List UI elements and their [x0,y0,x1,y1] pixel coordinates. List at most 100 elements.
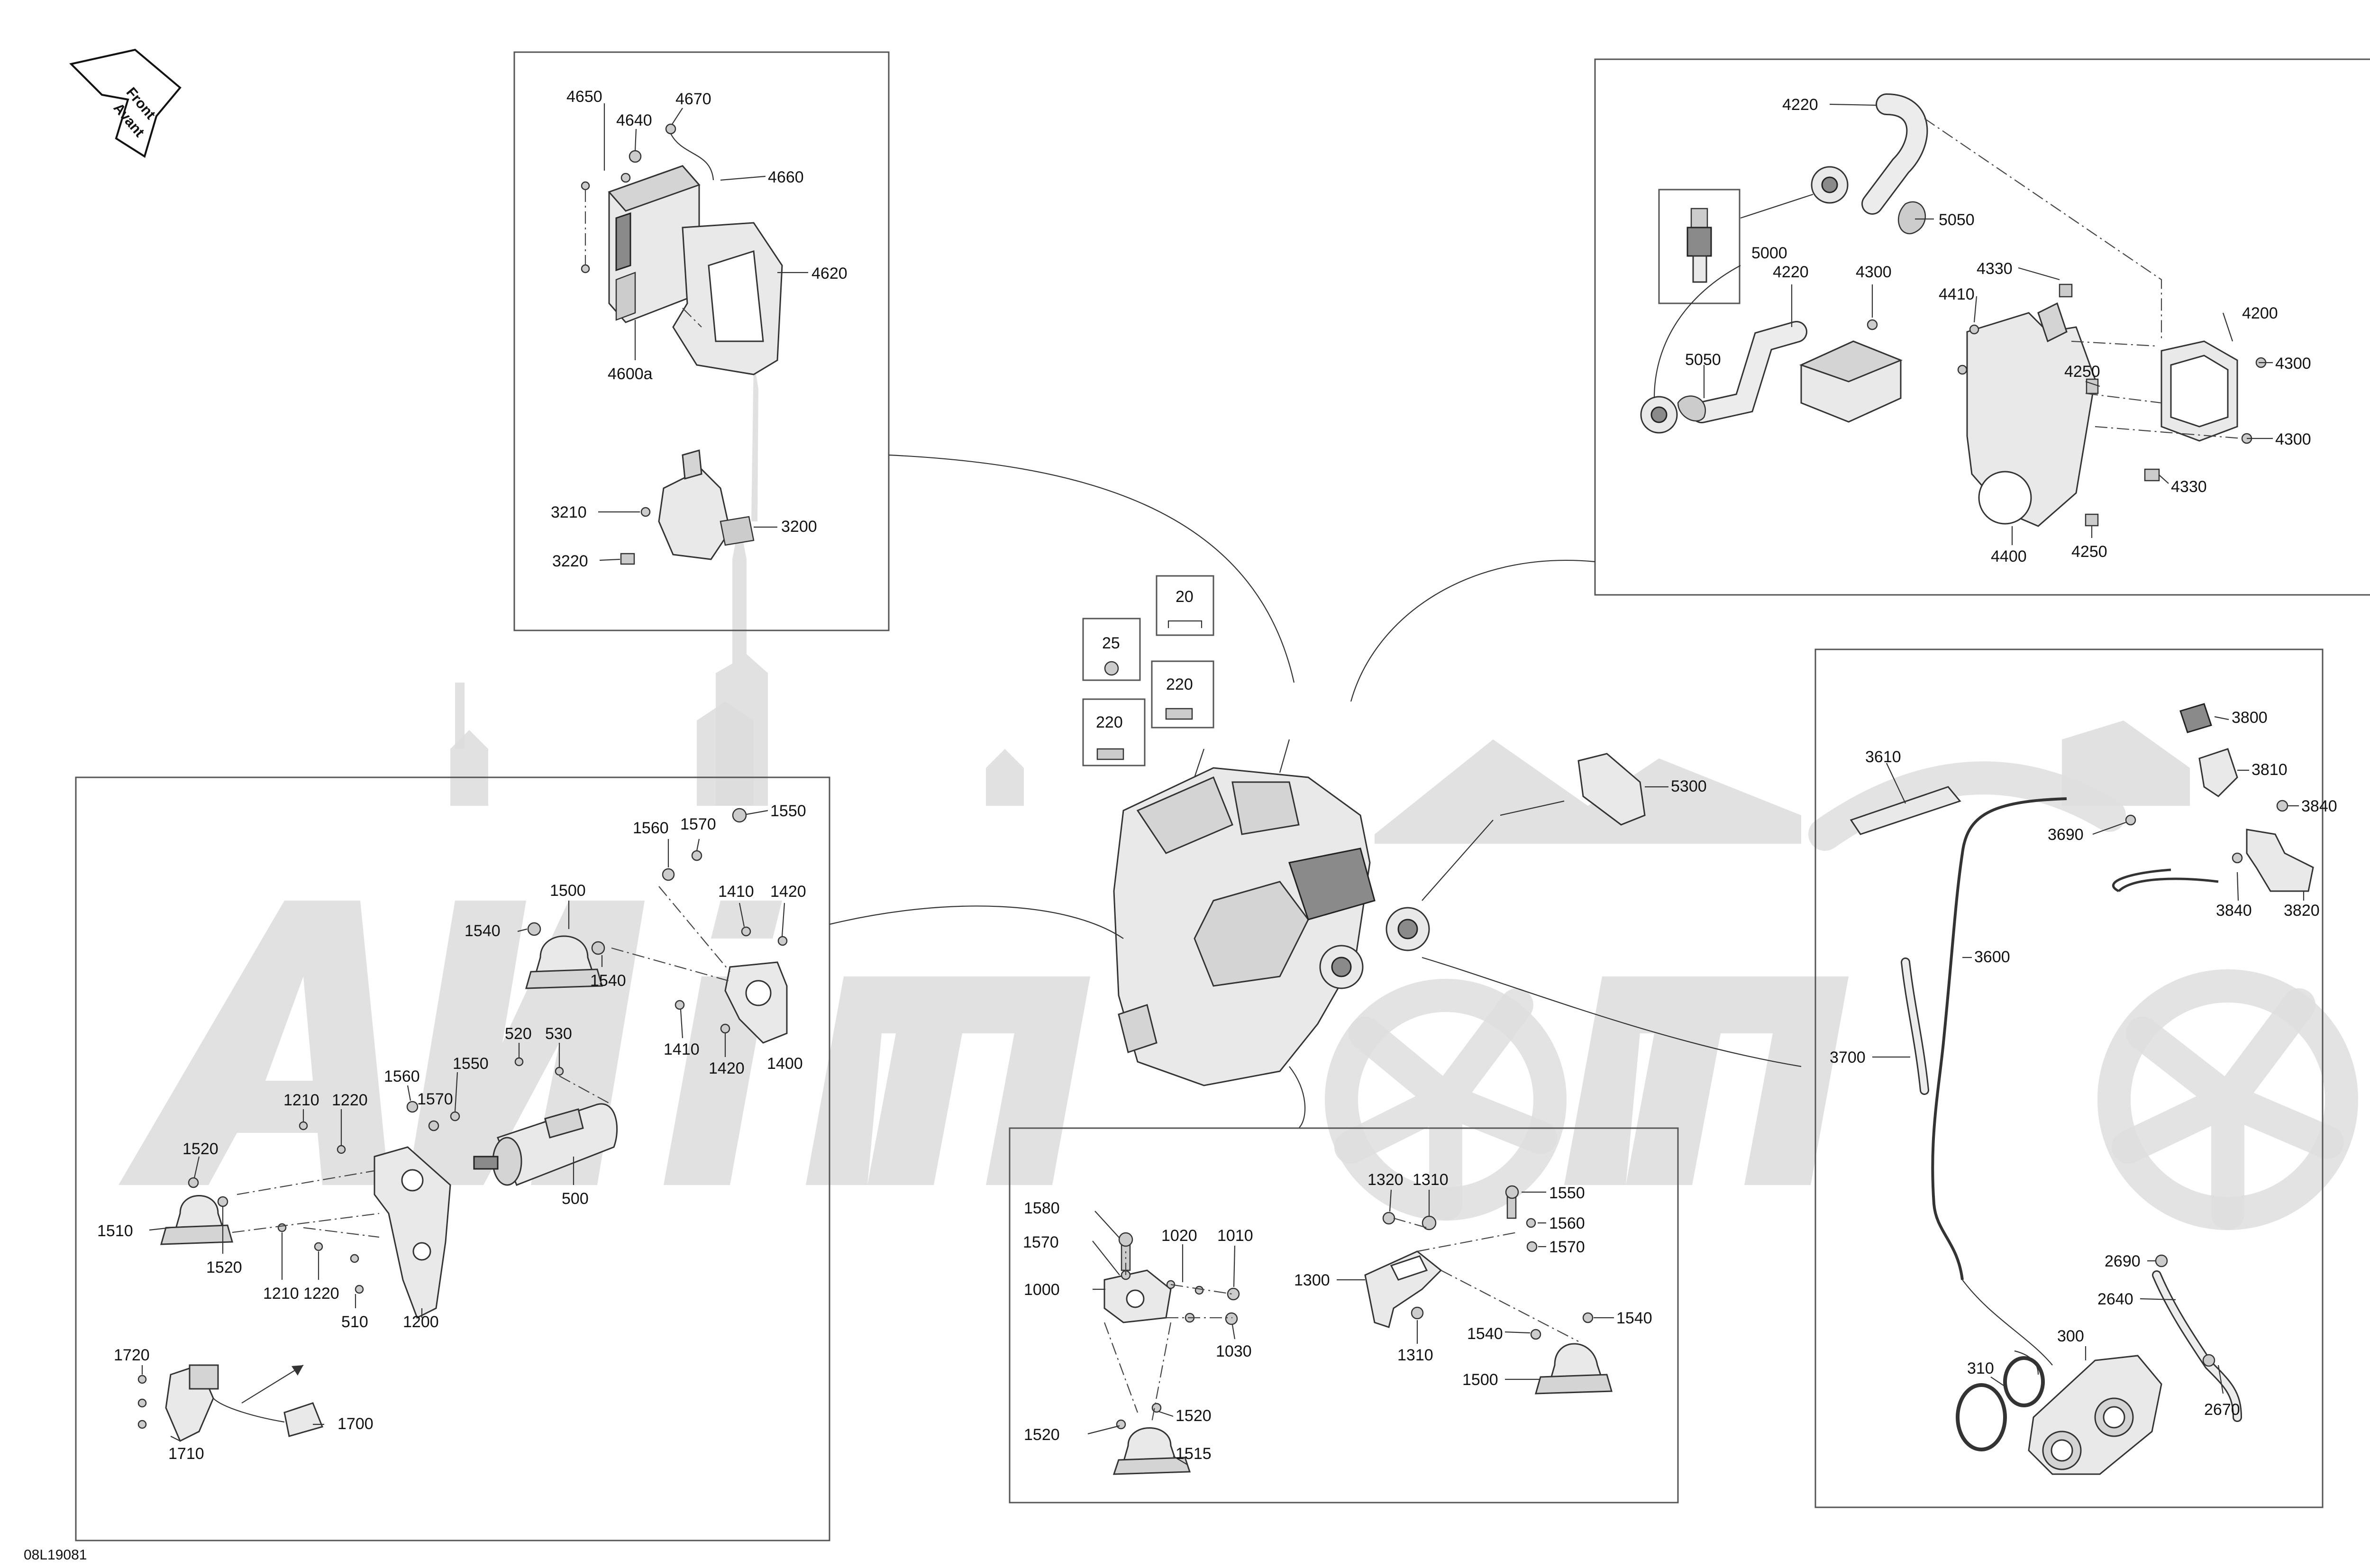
label-4200: 4200 [2242,304,2278,322]
label-5050-top: 5050 [1939,211,1975,229]
label-530: 530 [545,1025,572,1043]
label-1540-right: 1540 [1616,1309,1652,1327]
label-1570-mid: 1570 [417,1090,453,1108]
label-1710: 1710 [168,1445,204,1463]
label-4250-bottom: 4250 [2071,543,2107,561]
engine-assembly: 20 25 220 220 5300 [829,454,1802,1129]
label-1420-bottom: 1420 [709,1059,745,1077]
label-4220-mid: 4220 [1773,263,1809,281]
label-1220-top: 1220 [332,1091,368,1109]
label-520: 520 [505,1025,532,1043]
pad-1700-illustration [283,1402,324,1437]
panel-ignition: 4220 5050 5000 4220 4300 4330 4410 4200 … [1594,58,2370,596]
label-2640: 2640 [2097,1290,2133,1308]
label-4300-mid: 4300 [1856,263,1892,281]
label-1540-right: 1540 [590,972,626,990]
label-4650: 4650 [566,88,602,106]
label-4410: 4410 [1939,285,1975,303]
label-300: 300 [2057,1327,2084,1345]
label-3600: 3600 [1974,948,2010,966]
label-1540-left: 1540 [465,922,501,940]
label-1500-lower: 1500 [1462,1371,1498,1389]
label-4400: 4400 [1991,547,2027,565]
label-2690: 2690 [2105,1252,2141,1270]
label-1510: 1510 [97,1222,133,1240]
ignition-coil-illustration [1799,340,1903,423]
label-1570-right: 1570 [1549,1238,1585,1256]
mount-1300-illustration [1364,1250,1442,1328]
label-1310-top: 1310 [1413,1171,1449,1189]
label-1400: 1400 [767,1055,803,1073]
label-310: 310 [1967,1359,1994,1377]
label-4330-top: 4330 [1977,260,2013,278]
cover-4200-illustration [2160,340,2238,442]
label-1560-mid: 1560 [384,1067,420,1085]
drawing-reference: 08L19081 [24,1547,87,1563]
label-5000: 5000 [1751,244,1787,262]
bracket-1400-illustration [724,961,788,1044]
label-3820: 3820 [2284,902,2320,920]
ecm-bracket-illustration [672,222,783,375]
switch-3800-illustration [2179,703,2238,797]
label-4220-top: 4220 [1782,96,1818,114]
label-4600a: 4600a [608,365,653,383]
label-20: 20 [1176,588,1194,606]
hose-2640-illustration [2152,1270,2242,1422]
label-4670: 4670 [675,90,711,108]
label-3210: 3210 [551,503,587,521]
label-3840-bottom: 3840 [2216,902,2252,920]
label-4330-bottom: 4330 [2171,478,2207,496]
label-25: 25 [1102,634,1120,652]
label-1520-top: 1520 [182,1140,219,1158]
mount-1510-illustration [160,1195,233,1245]
label-220-left: 220 [1096,713,1123,731]
label-3800: 3800 [2232,709,2268,727]
label-500: 500 [562,1190,589,1208]
mount-1000-illustration [1103,1269,1172,1323]
panel-mounts: 1580 1320 1310 1550 1560 1570 1020 1010 … [1009,1127,1679,1504]
label-1550: 1550 [1549,1184,1585,1202]
label-220-right: 220 [1166,675,1193,693]
throttle-body-300-illustration [2028,1355,2162,1475]
label-4300-right-top: 4300 [2275,355,2311,373]
mount-1500-lower-illustration [1534,1343,1613,1395]
label-1580: 1580 [1024,1199,1060,1217]
starter-bracket-1200-illustration [374,1146,451,1319]
label-1420-top: 1420 [770,883,806,901]
label-2670: 2670 [2204,1401,2240,1419]
label-1720: 1720 [114,1346,150,1364]
label-1550-mid: 1550 [453,1055,489,1073]
ignition-wire-top-illustration [1861,93,1928,235]
label-3690: 3690 [2048,826,2084,844]
label-5050-bottom: 5050 [1685,351,1721,369]
label-1010: 1010 [1217,1227,1253,1245]
label-3810: 3810 [2252,761,2288,779]
mount-1500-illustration [525,935,603,989]
cable-3820-illustration [2112,829,2314,893]
clamp-310-illustration [1956,1356,2045,1451]
label-1550-top: 1550 [770,802,806,820]
panel-throttle: 3800 3610 3810 3840 3690 3600 3840 3820 … [1814,648,2337,1508]
cable-3600-illustration [1931,797,2067,1280]
label-1320: 1320 [1367,1171,1404,1189]
label-1410-bottom: 1410 [664,1040,700,1058]
label-3840-top: 3840 [2301,797,2337,815]
label-1210-top: 1210 [283,1091,319,1109]
label-1515: 1515 [1176,1445,1212,1463]
label-4250-mid: 4250 [2064,363,2100,381]
label-1020: 1020 [1161,1227,1197,1245]
label-4620: 4620 [811,264,848,283]
label-1560-top: 1560 [633,819,669,837]
label-1520-left: 1520 [1024,1426,1060,1444]
ecm-module-illustration [608,165,701,323]
label-510: 510 [341,1313,368,1331]
label-1200: 1200 [403,1313,439,1331]
label-1540-left: 1540 [1467,1325,1503,1343]
bracket-3610-illustration [1850,786,1961,835]
starter-motor-illustration [473,1103,618,1186]
label-3700: 3700 [1830,1048,1866,1067]
label-1000: 1000 [1024,1281,1060,1299]
label-3200: 3200 [781,518,817,536]
mount-1515-illustration [1112,1427,1191,1475]
ignition-wire-bottom-illustration [1677,321,1807,423]
